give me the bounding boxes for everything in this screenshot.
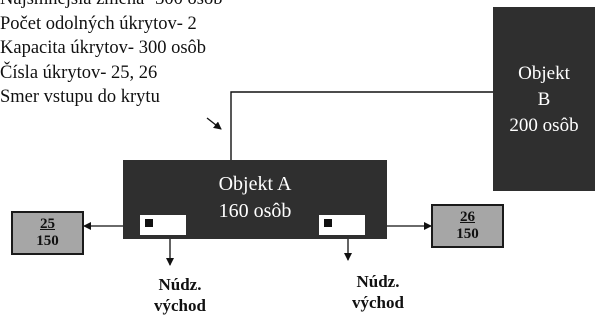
route-b-to-a	[230, 91, 493, 160]
object-b-name: Objekt	[518, 63, 570, 84]
object-a-people: 160 osôb	[218, 200, 292, 222]
object-b-building: Objekt B 200 osôb	[493, 7, 595, 191]
object-b-people: 200 osôb	[509, 115, 579, 136]
entrance-marker-icon	[324, 219, 332, 227]
legend-line-shelter-numbers: Čísla úkrytov- 25, 26	[0, 62, 158, 83]
exit-label-line1: Núdz.	[158, 275, 202, 294]
exit-label-line2: východ	[352, 293, 404, 312]
object-a-name: Objekt A	[218, 173, 292, 195]
exit-label-line2: východ	[154, 296, 206, 315]
shelter-number: 26	[460, 209, 475, 225]
shelter-capacity: 150	[36, 233, 59, 249]
shelter-number: 25	[40, 216, 55, 232]
emergency-exit-left: Núdz. východ	[145, 274, 215, 316]
shelter-entrance-right	[319, 215, 365, 235]
legend-line-entry-direction: Smer vstupu do krytu	[0, 87, 160, 107]
shelter-25: 25 150	[11, 211, 84, 255]
legend-line-capacity: Kapacita úkrytov- 300 osôb	[0, 38, 207, 58]
legend: Najsmnejšia zmena- 300 osôb Počet odolný…	[0, 0, 222, 110]
object-b-letter: B	[537, 89, 551, 110]
shelter-capacity: 150	[456, 226, 479, 242]
exit-label-line1: Núdz.	[356, 272, 400, 291]
shelter-26: 26 150	[431, 204, 504, 248]
emergency-exit-right: Núdz. východ	[343, 271, 413, 313]
shelter-entrance-left	[140, 215, 186, 235]
legend-line-min-shift: Najsmnejšia zmena- 300 osôb	[0, 0, 222, 12]
entry-direction-arrow	[206, 117, 222, 130]
legend-line-shelter-count: Počet odolných úkrytov- 2	[0, 13, 197, 34]
entrance-marker-icon	[145, 219, 153, 227]
